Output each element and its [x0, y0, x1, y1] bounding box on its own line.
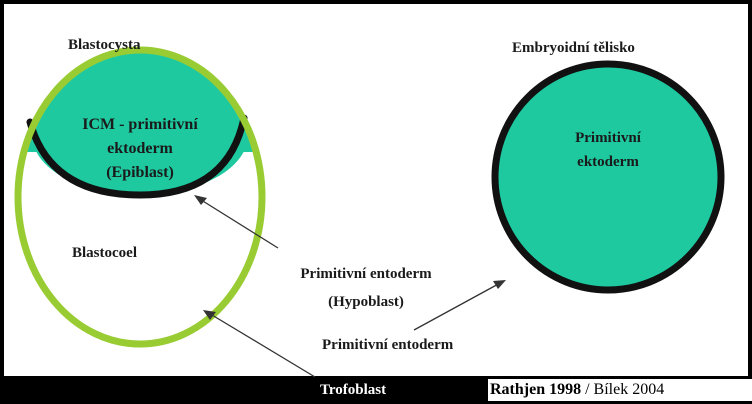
- credit-rest: / Bílek 2004: [581, 381, 665, 398]
- arrowhead-trophoblast: [203, 310, 216, 320]
- primitive-endoderm-label: Primitivní entoderm: [322, 337, 454, 353]
- arrow-trophoblast: [206, 311, 316, 378]
- hypoblast-line-2: (Hypoblast): [328, 294, 404, 310]
- hypoblast-label: Primitivní entoderm (Hypoblast): [254, 260, 478, 316]
- arrow-hypoblast: [197, 197, 279, 249]
- embryoid-line-1: Primitivní: [575, 130, 641, 146]
- trophoblast-label: Trofoblast: [320, 382, 387, 398]
- icm-label: ICM - primitivní ektoderm (Epiblast): [40, 113, 240, 185]
- blastocoel-label: Blastocoel: [72, 245, 137, 261]
- hypoblast-arc: [26, 114, 248, 199]
- arrowhead-hypoblast: [194, 195, 207, 205]
- embryoid-body-circle: [491, 60, 725, 294]
- credit-bold: Rathjen 1998: [490, 381, 582, 398]
- embryoid-line-2: ektoderm: [577, 154, 639, 170]
- arrowhead-endoderm: [493, 280, 506, 289]
- hypoblast-line-1: Primitivní entoderm: [300, 266, 432, 282]
- icm-line-3: (Epiblast): [106, 164, 174, 181]
- source-credit: Rathjen 1998 / Bílek 2004: [488, 379, 752, 401]
- icm-line-2: ektoderm: [107, 140, 173, 157]
- arrow-endoderm: [413, 281, 503, 331]
- blastocyst-title: Blastocysta: [68, 37, 141, 53]
- embryoid-center-label: Primitivní ektoderm: [548, 126, 668, 174]
- embryoid-body-title: Embryoidní tělisko: [512, 40, 635, 56]
- blastocyst-ring: [14, 46, 266, 348]
- icm-bulge: [32, 75, 248, 195]
- icm-line-1: ICM - primitivní: [82, 116, 198, 133]
